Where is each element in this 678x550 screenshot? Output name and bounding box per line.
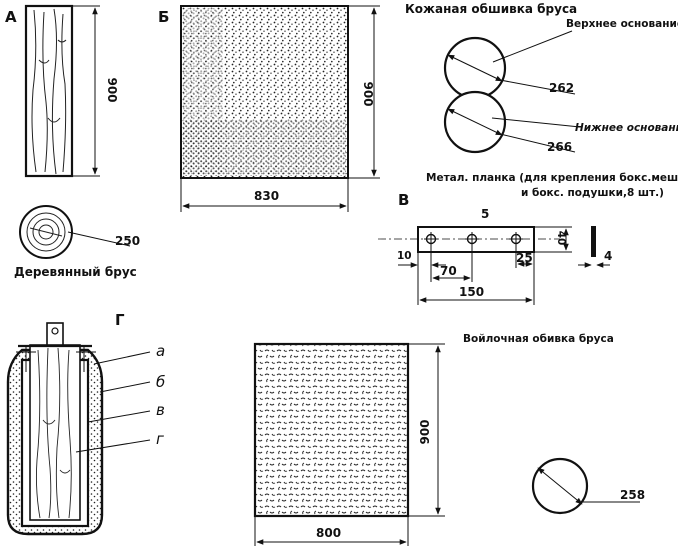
bottom-base-dim: 266: [547, 140, 572, 154]
top-base-dim: 262: [549, 81, 574, 95]
plate-length-dim: 150: [459, 285, 484, 299]
leather-width-dim: 830: [254, 189, 279, 203]
label-a: А: [5, 8, 17, 26]
top-dim-leader: [499, 79, 576, 95]
felt-circle-dim: 258: [620, 488, 645, 502]
plate-end-offset-dim: 25: [516, 251, 533, 265]
plate-caption-1: Метал. планка (для крепления бокс.мешка: [426, 172, 678, 184]
plate-edge-dim: 10: [397, 250, 412, 262]
leader-v: [87, 410, 151, 423]
label-v: В: [398, 191, 409, 209]
label-g: Г: [115, 311, 125, 329]
section-group: Г а б в г: [6, 311, 165, 536]
metal-plate-group: Метал. планка (для крепления бокс.мешка …: [378, 172, 678, 305]
felt-panel: [253, 342, 410, 518]
felt-width-dim: 800: [316, 526, 341, 540]
plate-height-dim: 40: [555, 231, 567, 246]
bottom-diameter-line: [447, 108, 503, 136]
beam-a-group: А 900 250 Деревянный брус: [5, 4, 140, 279]
layer-b-label: б: [156, 373, 165, 391]
leather-panel-group: Б 900 830: [158, 5, 380, 212]
plate-thickness-dim: 4: [604, 249, 612, 263]
leather-bases-group: Кожаная обшивка бруса Верхнее основание …: [405, 2, 678, 154]
inner-grain: [35, 347, 72, 519]
bottom-base-label: Нижнее основание: [575, 122, 678, 134]
plate-spacing-dim: 70: [440, 264, 457, 278]
top-label-leader: [492, 30, 573, 63]
plate-side-view: [591, 226, 596, 257]
felt-caption: Войлочная обивка бруса: [463, 333, 614, 345]
layer-a-label: а: [156, 342, 165, 360]
beam-a-height-dim: 900: [105, 77, 119, 102]
layer-g-label: г: [156, 430, 164, 448]
inner-beam: [29, 344, 81, 521]
plate-top-dim: 5: [481, 207, 489, 221]
leather-bases-caption: Кожаная обшивка бруса: [405, 2, 577, 16]
label-b: Б: [158, 8, 169, 26]
leader-g: [75, 439, 151, 453]
top-base-label: Верхнее основание: [566, 18, 678, 30]
plate-caption-2: и бокс. подушки,8 шт.): [521, 187, 664, 199]
leader-a: [93, 351, 151, 365]
leather-panel-shading-left: [183, 8, 223, 176]
beam-a-caption: Деревянный брус: [14, 265, 137, 279]
wooden-beam-side: [24, 4, 74, 178]
bottom-dim-leader: [499, 133, 576, 153]
felt-panel-group: Войлочная обивка бруса 900 800 258: [253, 333, 645, 546]
layer-v-label: в: [156, 401, 165, 419]
bottom-label-leader: [491, 117, 581, 128]
wood-grain: [31, 8, 67, 175]
beam-a-diameter-dim: 250: [115, 234, 140, 248]
leather-height-dim: 900: [361, 81, 375, 106]
top-diameter-line: [447, 54, 503, 82]
felt-height-dim: 900: [418, 419, 432, 444]
bracket-hole: [51, 327, 59, 335]
tree-rings: [26, 212, 66, 252]
felt-circle-diameter: [537, 467, 583, 505]
leader-250: [67, 231, 131, 247]
leader-b: [99, 381, 151, 393]
plate-holes: [424, 232, 523, 246]
